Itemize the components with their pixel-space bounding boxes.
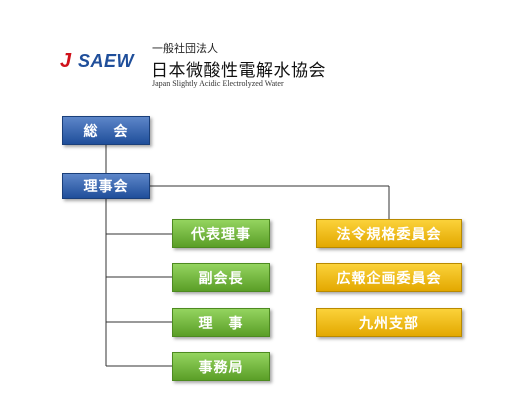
general-meeting-box: 総 会	[62, 116, 150, 145]
committee-box-1: 法令規格委員会	[316, 219, 462, 248]
committee-box-2: 広報企画委員会	[316, 263, 462, 292]
saew-logo: J SAEW	[60, 50, 140, 72]
board-member-box-4: 事務局	[172, 352, 270, 381]
logo-saew: SAEW	[78, 51, 134, 71]
board-member-box-1: 代表理事	[172, 219, 270, 248]
logo-j: J	[60, 50, 72, 72]
board-member-box-2: 副会長	[172, 263, 270, 292]
board-box: 理事会	[62, 173, 150, 199]
org-english-name: Japan Slightly Acidic Electrolyzed Water	[152, 79, 284, 88]
org-name: 日本微酸性電解水協会	[151, 61, 326, 81]
org-type: 一般社団法人	[152, 42, 218, 55]
board-member-box-3: 理 事	[172, 308, 270, 337]
committee-box-3: 九州支部	[316, 308, 462, 337]
